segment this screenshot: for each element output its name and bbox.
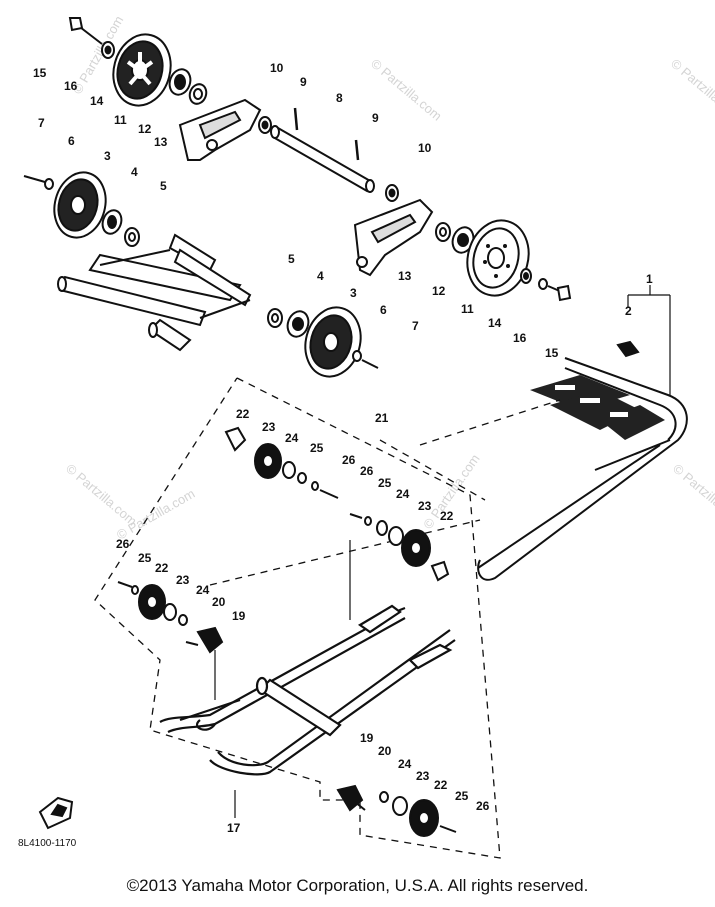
bolt-upper-left	[68, 17, 103, 45]
callout-6: 6	[68, 134, 75, 148]
callout-4: 4	[317, 269, 324, 283]
callout-22: 22	[236, 407, 250, 421]
callout-13: 13	[154, 135, 168, 149]
callout-25: 25	[138, 551, 152, 565]
idler-wheel-lower-center	[304, 306, 362, 378]
callout-24: 24	[396, 487, 410, 501]
callout-24: 24	[285, 431, 299, 445]
callout-9: 9	[300, 75, 307, 89]
front-arm-frame	[57, 233, 252, 352]
parts-diagram: © Partzilla.com © Partzilla.com © Partzi…	[18, 13, 715, 859]
callout-23: 23	[416, 769, 430, 783]
roller-right	[349, 513, 450, 582]
callout-15: 15	[545, 346, 559, 360]
watermark: © Partzilla.com	[668, 56, 715, 124]
callout-4: 4	[131, 165, 138, 179]
shaft	[270, 125, 375, 193]
callout-16: 16	[513, 331, 527, 345]
callout-14: 14	[488, 316, 502, 330]
bearing-mid-center	[286, 310, 310, 338]
callout-6: 6	[380, 303, 387, 317]
bracket-right	[353, 198, 434, 277]
callout-10: 10	[270, 61, 284, 75]
bearing-right	[435, 222, 475, 254]
callout-16: 16	[64, 79, 78, 93]
roller-left	[117, 581, 224, 654]
callout-17: 17	[227, 821, 241, 835]
callout-26: 26	[476, 799, 490, 813]
callout-23: 23	[262, 420, 276, 434]
callout-7: 7	[412, 319, 419, 333]
callout-24: 24	[398, 757, 412, 771]
callout-13: 13	[398, 269, 412, 283]
callout-2: 2	[625, 304, 632, 318]
callout-8: 8	[336, 91, 343, 105]
callout-7: 7	[38, 116, 45, 130]
copyright-notice: ©2013 Yamaha Motor Corporation, U.S.A. A…	[126, 876, 589, 895]
bearing-upper-left	[168, 68, 208, 105]
callout-22: 22	[155, 561, 169, 575]
bushing-upper	[258, 116, 272, 134]
callout-26: 26	[342, 453, 356, 467]
bearing-mid-left	[101, 209, 140, 247]
callout-19: 19	[232, 609, 246, 623]
idler-wheel-mid-left	[53, 171, 107, 239]
slide-rail-assembly-boundary	[94, 377, 561, 859]
callout-1: 1	[646, 272, 653, 286]
slide-rails	[159, 604, 456, 776]
callout-20: 20	[378, 744, 392, 758]
idler-wheel-right	[466, 219, 530, 297]
callout-12: 12	[432, 284, 446, 298]
watermark: © Partzilla.com	[368, 56, 445, 124]
callout-24: 24	[196, 583, 210, 597]
callout-25: 25	[310, 441, 324, 455]
idler-wheel-upper-left	[112, 33, 172, 107]
callout-3: 3	[350, 286, 357, 300]
callout-3: 3	[104, 149, 111, 163]
callout-14: 14	[90, 94, 104, 108]
callout-12: 12	[138, 122, 152, 136]
callouts: 15 16 14 11 12 13 10 9 8 9 10 7 6 3 4 5 …	[18, 61, 653, 849]
callout-5: 5	[288, 252, 295, 266]
part-code: 8L4100-1170	[18, 838, 77, 849]
callout-22: 22	[434, 778, 448, 792]
callout-23: 23	[418, 499, 432, 513]
callout-15: 15	[33, 66, 47, 80]
callout-22: 22	[440, 509, 454, 523]
callout-9: 9	[372, 111, 379, 125]
washer-upper-left	[101, 41, 115, 59]
pin-upper	[293, 107, 360, 161]
watermark: © Partzilla.com	[670, 461, 715, 529]
leader-lines	[627, 285, 671, 395]
track	[477, 340, 688, 581]
bolt-right	[547, 284, 572, 302]
bracket-upper-left	[178, 98, 262, 161]
washer-right	[520, 268, 548, 290]
callout-23: 23	[176, 573, 190, 587]
bolt-lower-center	[352, 350, 379, 369]
callout-25: 25	[455, 789, 469, 803]
callout-11: 11	[461, 302, 474, 316]
callout-21: 21	[375, 411, 389, 425]
callout-26: 26	[360, 464, 374, 478]
callout-20: 20	[212, 595, 226, 609]
callout-10: 10	[418, 141, 432, 155]
roller-lower	[336, 784, 457, 837]
bolt-mid-left	[23, 175, 54, 190]
callout-25: 25	[378, 476, 392, 490]
callout-5: 5	[160, 179, 167, 193]
callout-19: 19	[360, 731, 374, 745]
callout-11: 11	[114, 113, 127, 127]
rail-stop	[38, 796, 74, 830]
callout-26: 26	[116, 537, 130, 551]
spacer-mid	[267, 308, 283, 328]
watermark: © Partzilla.com	[63, 461, 140, 529]
bushing-lower	[385, 184, 399, 202]
slide-rail-leaders	[214, 540, 351, 818]
roller-upper	[224, 426, 339, 499]
